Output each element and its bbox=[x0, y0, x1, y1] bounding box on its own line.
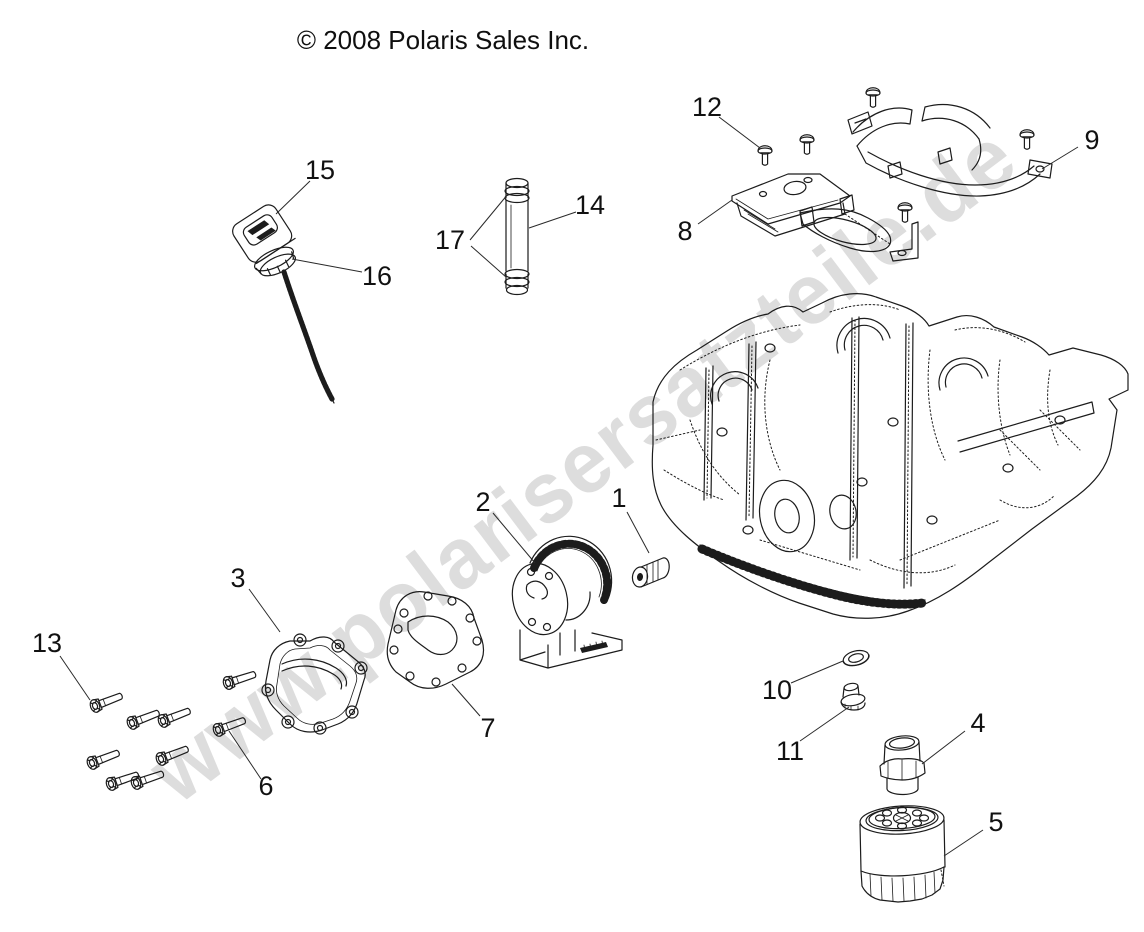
leader-line-8 bbox=[697, 199, 733, 225]
leader-line-13 bbox=[59, 655, 91, 701]
gasket-drawing bbox=[386, 591, 485, 689]
leader-line-14 bbox=[528, 211, 577, 229]
washer-drawing bbox=[842, 649, 870, 667]
leader-line-9 bbox=[1041, 146, 1079, 170]
leader-line-17 bbox=[470, 245, 507, 278]
callout-number-14: 14 bbox=[575, 190, 605, 220]
callout-number-1: 1 bbox=[611, 483, 626, 513]
oil-pump-drawing bbox=[511, 535, 623, 669]
copyright-text: © 2008 Polaris Sales Inc. bbox=[297, 25, 589, 55]
callout-number-2: 2 bbox=[475, 487, 490, 517]
oil-tube-drawing bbox=[504, 177, 530, 296]
adapter-fitting-drawing bbox=[879, 735, 926, 796]
leader-line-3 bbox=[248, 588, 281, 633]
bracket-drawing bbox=[731, 173, 919, 262]
leader-line-16 bbox=[291, 258, 363, 273]
leader-line-6 bbox=[228, 730, 262, 780]
leader-line-7 bbox=[451, 683, 481, 717]
callout-number-5: 5 bbox=[988, 807, 1003, 837]
callout-number-16: 16 bbox=[362, 261, 392, 291]
crankcase-drawing bbox=[651, 293, 1129, 619]
leader-line-2 bbox=[492, 512, 536, 564]
leader-line-15 bbox=[275, 180, 311, 215]
oil-filter-drawing bbox=[859, 805, 946, 903]
leader-line-17 bbox=[469, 193, 509, 241]
callout-number-11: 11 bbox=[776, 736, 804, 766]
callout-number-17: 17 bbox=[435, 225, 465, 255]
plug-drawing bbox=[840, 682, 866, 711]
callout-number-9: 9 bbox=[1084, 125, 1099, 155]
leader-line-12 bbox=[718, 116, 761, 149]
leader-line-11 bbox=[799, 706, 850, 742]
pump-cover-drawing bbox=[261, 633, 368, 735]
callout-number-8: 8 bbox=[677, 216, 692, 246]
callout-number-15: 15 bbox=[305, 155, 335, 185]
callout-number-7: 7 bbox=[480, 713, 495, 743]
callout-number-10: 10 bbox=[762, 675, 792, 705]
callout-number-4: 4 bbox=[970, 708, 985, 738]
fitting-drawing bbox=[631, 557, 670, 588]
callout-number-12: 12 bbox=[692, 92, 722, 122]
leader-line-10 bbox=[790, 660, 844, 684]
callout-number-13: 13 bbox=[32, 628, 62, 658]
leader-line-4 bbox=[921, 730, 966, 765]
callout-number-6: 6 bbox=[258, 771, 273, 801]
shield-drawing bbox=[847, 103, 1053, 197]
line-art bbox=[84, 87, 1129, 903]
leader-line-5 bbox=[943, 829, 984, 857]
callout-number-3: 3 bbox=[230, 563, 245, 593]
leader-line-1 bbox=[626, 511, 650, 554]
dipstick-drawing bbox=[232, 204, 335, 404]
